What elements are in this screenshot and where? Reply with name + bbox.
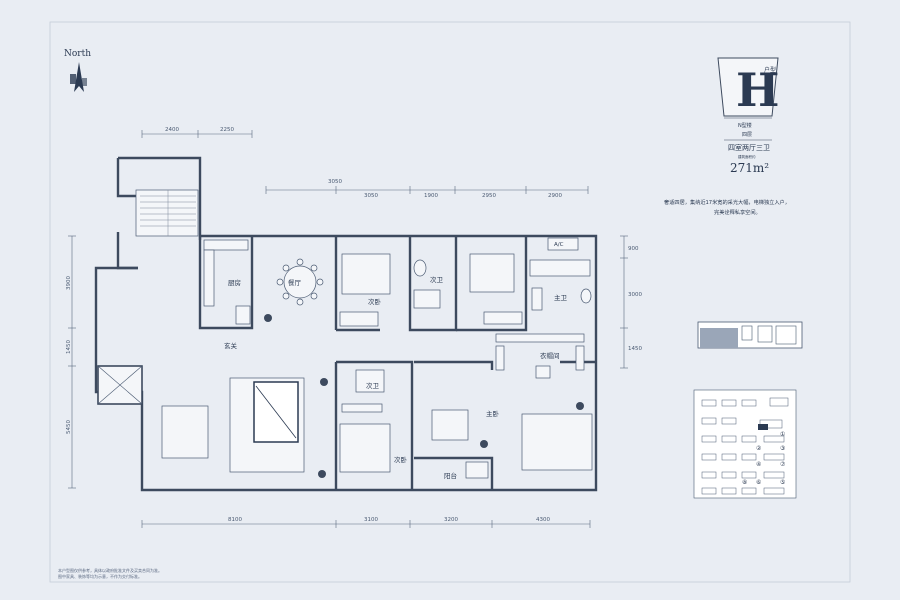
right-dimensions: 900 3000 1450 <box>620 235 642 369</box>
dim-bottom-2: 3200 <box>444 517 458 523</box>
description-line-0: 奢适四居，集纳近17米宽的采光大幅，电梯独立入户， <box>664 198 790 206</box>
north-arrow-icon <box>74 62 84 92</box>
keyplan-2: ② <box>756 445 762 452</box>
footer-line-0: 本户型图仅供参考，具体以政府批准文件及买卖合同为准。 <box>58 567 162 573</box>
badge-type: N型楼 <box>738 122 752 129</box>
keyplan-1: ① <box>780 431 785 438</box>
keyplan-3: ③ <box>780 445 785 452</box>
dim-top2-4: 2900 <box>548 193 562 199</box>
dim-top2-3: 2950 <box>482 193 496 199</box>
dim-top2-0: 3050 <box>328 179 342 185</box>
dim-left-0: 3900 <box>66 276 72 290</box>
description-line-1: 完美诠释私享空间。 <box>714 208 761 216</box>
keyplan-5: ⑤ <box>780 479 785 486</box>
badge-letter: H <box>736 63 779 117</box>
room-dining: 餐厅 <box>288 278 302 287</box>
footer-line-1: 图中家具、装饰等均为示意，不作为交付标准。 <box>58 573 142 579</box>
compass: North <box>64 49 91 92</box>
dim-top2-1: 3050 <box>364 193 378 199</box>
compass-label: North <box>64 49 91 59</box>
dim-top1-0: 2400 <box>165 127 179 133</box>
badge-script: 户型 <box>764 66 776 74</box>
room-ac: A/C <box>554 242 564 248</box>
room-labels: 厨房 餐厅 玄关 次卧 次卫 主卫 衣帽间 次卫 主卧 阳台 次卧 A/C <box>224 242 568 480</box>
room-bath3: 次卫 <box>366 381 380 390</box>
dim-left-1: 1450 <box>66 340 72 354</box>
keyplan-6: ⑥ <box>756 479 761 486</box>
top-dimensions: 2400 2250 3050 3050 1900 2950 2900 <box>141 127 589 199</box>
dim-right-0: 900 <box>628 246 639 252</box>
badge-floor: 四层 <box>742 132 752 138</box>
dim-bottom-1: 3100 <box>364 517 378 523</box>
left-dimensions: 3900 1450 5450 <box>66 235 76 489</box>
footer-note: 本户型图仅供参考，具体以政府批准文件及买卖合同为准。 图中家具、装饰等均为示意，… <box>58 567 162 579</box>
dim-top1-1: 2250 <box>220 127 234 133</box>
bottom-dimensions: 8100 3100 3200 4300 <box>141 517 591 528</box>
description: 奢适四居，集纳近17米宽的采光大幅，电梯独立入户， 完美诠释私享空间。 <box>664 198 790 216</box>
dim-bottom-0: 8100 <box>228 517 242 523</box>
summary-area: 271m² <box>730 161 769 175</box>
keyplan-8: ⑧ <box>742 479 747 486</box>
summary-layout: 四室两厅三卫 <box>728 143 770 152</box>
site-keyplan: ① ② ③ ④ ⑤ ⑥ ⑦ ⑧ <box>693 389 797 499</box>
building-footprint <box>697 321 803 349</box>
dim-left-2: 5450 <box>66 420 72 434</box>
summary-area-label: 建筑面积约 <box>738 154 756 159</box>
room-bedroom: 次卧 <box>368 297 382 306</box>
dim-right-2: 1450 <box>628 346 642 352</box>
furniture <box>161 237 593 479</box>
page-frame <box>49 21 851 583</box>
room-bedroom2: 次卧 <box>394 455 408 464</box>
room-wardrobe: 衣帽间 <box>540 351 560 360</box>
floor-plan-walls <box>94 156 598 492</box>
room-kitchen: 厨房 <box>228 278 241 287</box>
room-master-bath: 主卫 <box>554 293 568 302</box>
room-master-bed: 主卧 <box>486 409 500 418</box>
room-foyer: 玄关 <box>224 341 238 350</box>
dim-top2-2: 1900 <box>424 193 438 199</box>
room-balcony: 阳台 <box>444 471 457 480</box>
dim-right-1: 3000 <box>628 292 642 298</box>
dim-bottom-3: 4300 <box>536 517 550 523</box>
keyplan-7: ⑦ <box>780 461 786 468</box>
room-bath2: 次卫 <box>430 275 444 284</box>
unit-badge: H 户型 N型楼 四层 四室两厅三卫 建筑面积约 271m² <box>717 57 779 175</box>
keyplan-4: ④ <box>756 461 761 468</box>
